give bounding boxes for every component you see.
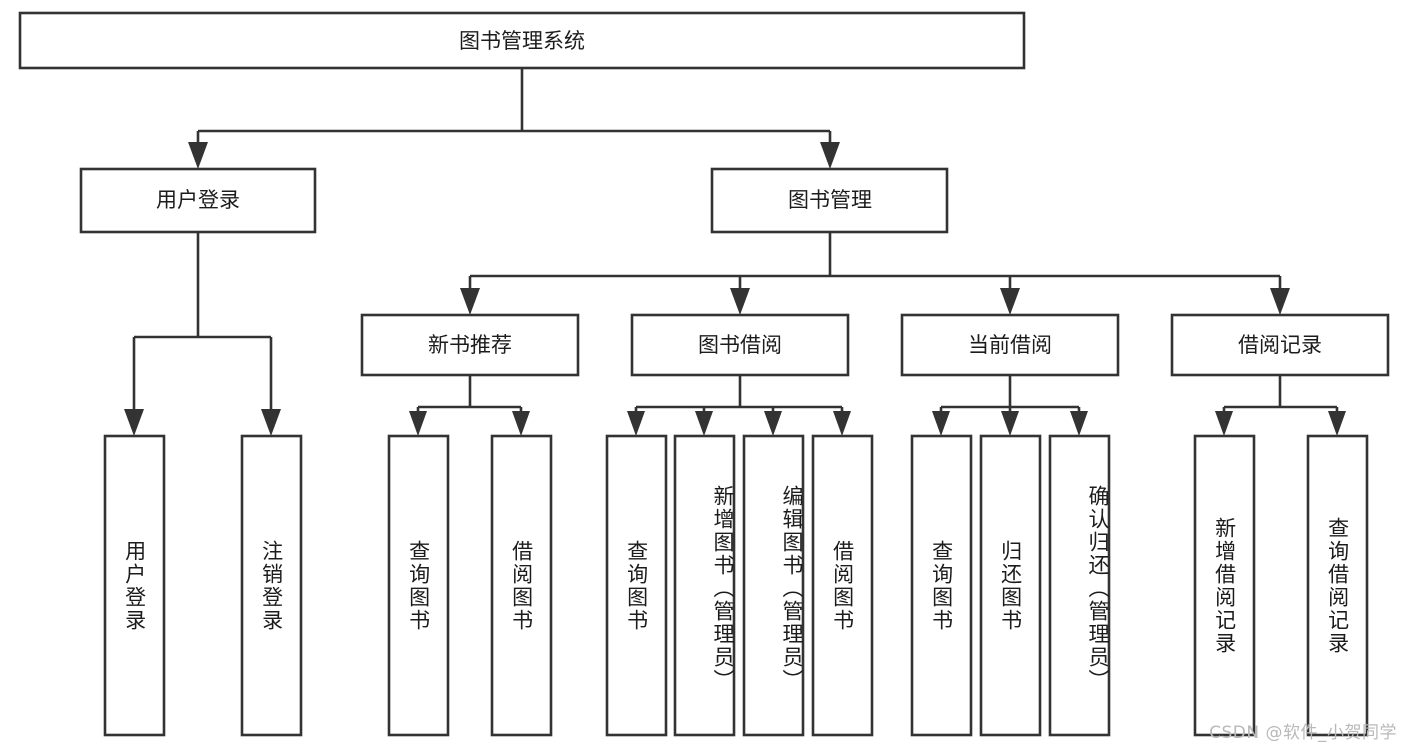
arrowhead-book-manage: [820, 142, 840, 169]
leaf-box-borrow-3[interactable]: [811, 434, 874, 737]
leaf-box-current-0[interactable]: [910, 434, 973, 737]
leaf-box-record-0[interactable]: [1193, 434, 1256, 737]
arrowhead-current: [1000, 288, 1020, 315]
node-book-manage-box[interactable]: [710, 167, 949, 234]
node-user-login-label: 用户登录: [156, 188, 240, 212]
arrowhead-borrow-leaf-4: [833, 411, 851, 436]
leaf-box-record-1[interactable]: [1306, 434, 1369, 737]
arrowhead-newbook-leaf-2: [512, 411, 530, 436]
leaf-box-current-2[interactable]: [1048, 434, 1111, 737]
node-root-box[interactable]: [18, 11, 1026, 70]
node-newbook-box[interactable]: [360, 313, 580, 377]
leaf-box-current-1[interactable]: [979, 434, 1042, 737]
node-newbook-label: 新书推荐: [428, 333, 512, 357]
arrowhead-newbook-leaf-1: [409, 411, 427, 436]
arrowhead-newbook: [460, 288, 480, 315]
arrowhead-borrow: [730, 288, 750, 315]
arrowhead-current-leaf-3: [1070, 411, 1088, 436]
arrowheads-group: [124, 142, 1346, 436]
leaf-box-borrow-2[interactable]: [742, 434, 805, 737]
nodes-group: 图书管理系统 用户登录 图书管理 新书推荐 图书借阅 当前借阅 借阅记录: [18, 11, 1390, 737]
leaf-box-borrow-0[interactable]: [605, 434, 668, 737]
arrowhead-current-leaf-1: [932, 411, 950, 436]
node-borrow-box[interactable]: [630, 313, 850, 377]
leaf-box-user-login-1[interactable]: [240, 434, 303, 737]
node-user-login-box[interactable]: [79, 167, 317, 234]
node-record-label: 借阅记录: [1238, 333, 1322, 357]
node-borrow-label: 图书借阅: [698, 333, 782, 357]
csdn-watermark: CSDN @软件_小贺同学: [1209, 723, 1397, 743]
arrowhead-user-login: [188, 142, 208, 169]
node-book-manage-label: 图书管理: [788, 188, 872, 212]
leaf-box-newbook-0[interactable]: [387, 434, 450, 737]
leaf-box-newbook-1[interactable]: [490, 434, 553, 737]
arrowhead-borrow-leaf-2: [695, 411, 713, 436]
arrowhead-current-leaf-2: [1001, 411, 1019, 436]
node-current-label: 当前借阅: [968, 333, 1052, 357]
node-current-box[interactable]: [900, 313, 1120, 377]
arrowhead-record: [1270, 288, 1290, 315]
leaf-box-user-login-0[interactable]: [103, 434, 166, 737]
arrowhead-record-leaf-1: [1215, 411, 1233, 436]
arrowhead-leaf-logout: [261, 409, 281, 436]
leaf-box-borrow-1[interactable]: [673, 434, 736, 737]
connectors-group: [132, 68, 1339, 411]
arrowhead-borrow-leaf-3: [764, 411, 782, 436]
node-record-box[interactable]: [1170, 313, 1390, 377]
arrowhead-record-leaf-2: [1328, 411, 1346, 436]
arrowhead-leaf-user-login: [124, 409, 144, 436]
arrowhead-borrow-leaf-1: [627, 411, 645, 436]
node-root-label: 图书管理系统: [459, 29, 585, 53]
